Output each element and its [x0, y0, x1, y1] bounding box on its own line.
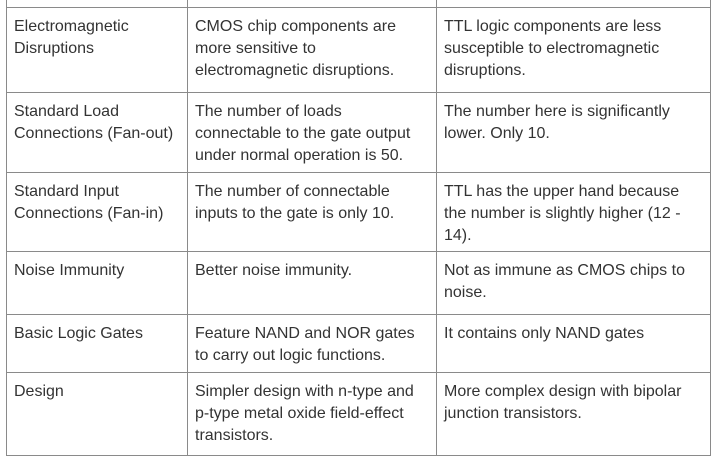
- ttl-cell-design: More complex design with bipolar junctio…: [437, 373, 711, 456]
- feature-cell-design: Design: [7, 373, 188, 456]
- ttl-cell-noise-immunity: Not as immune as CMOS chips to noise.: [437, 252, 711, 315]
- cmos-cell-electromagnetic-disruptions: CMOS chip components are more sensitive …: [188, 8, 437, 93]
- cmos-cell-design: Simpler design with n-type and p-type me…: [188, 373, 437, 456]
- feature-cell-electromagnetic-disruptions: Electromagnetic Disruptions: [7, 8, 188, 93]
- partial-row-feature-cell: [7, 0, 188, 8]
- ttl-cell-electromagnetic-disruptions: TTL logic components are less susceptibl…: [437, 8, 711, 93]
- ttl-cell-fan-in: TTL has the upper hand because the numbe…: [437, 173, 711, 252]
- ttl-cell-fan-out: The number here is significantly lower. …: [437, 93, 711, 173]
- partial-row-ttl-cell: [437, 0, 711, 8]
- feature-cell-basic-logic-gates: Basic Logic Gates: [7, 315, 188, 373]
- feature-cell-fan-out: Standard Load Connections (Fan-out): [7, 93, 188, 173]
- partial-row-cmos-cell: [188, 0, 437, 8]
- feature-cell-noise-immunity: Noise Immunity: [7, 252, 188, 315]
- comparison-table: Electromagnetic Disruptions CMOS chip co…: [6, 0, 711, 456]
- cmos-cell-fan-in: The number of connectable inputs to the …: [188, 173, 437, 252]
- cmos-cell-fan-out: The number of loads connectable to the g…: [188, 93, 437, 173]
- ttl-cell-basic-logic-gates: It contains only NAND gates: [437, 315, 711, 373]
- cmos-cell-basic-logic-gates: Feature NAND and NOR gates to carry out …: [188, 315, 437, 373]
- feature-cell-fan-in: Standard Input Connections (Fan-in): [7, 173, 188, 252]
- cmos-cell-noise-immunity: Better noise immunity.: [188, 252, 437, 315]
